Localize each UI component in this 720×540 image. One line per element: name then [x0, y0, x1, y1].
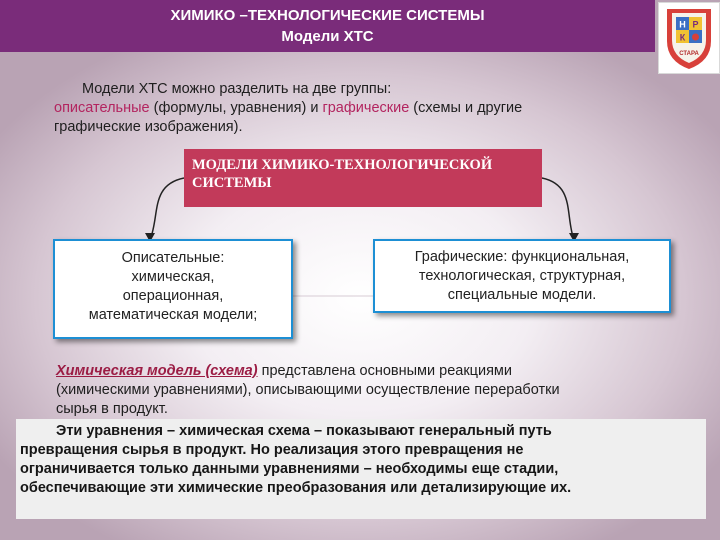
descriptive-item: математическая модели;	[88, 307, 258, 323]
descriptive-item: химическая,	[131, 269, 215, 285]
graphic-term: графические	[322, 100, 410, 116]
shield-emblem-icon: Н Р К СТАРА	[667, 9, 711, 69]
descriptive-models-box: Описательные: химическая, операционная, …	[53, 239, 293, 339]
graphic-item: технологическая, структурная,	[418, 268, 626, 284]
intro-text: Модели ХТС можно разделить на две группы…	[54, 80, 682, 137]
equations-line1: Эти уравнения – химическая схема – показ…	[56, 423, 552, 439]
logo-caption: СТАРА	[679, 51, 699, 57]
central-box-line2: системы	[192, 175, 272, 191]
logo-letter: Р	[692, 20, 698, 30]
descriptive-title-colon: :	[220, 250, 225, 266]
intro-groups-line: описательные (формулы, уравнения) и граф…	[54, 99, 682, 118]
central-box-line1: Модели химико-технологической	[192, 157, 493, 173]
left-connector-arrow	[149, 177, 185, 241]
graphic-title-rest: : функциональная,	[503, 249, 630, 265]
central-models-box: Модели химико-технологической системы	[184, 149, 542, 207]
graphic-paren: (схемы и другие	[409, 100, 523, 116]
descriptive-item: операционная,	[122, 288, 224, 304]
equations-line3: ограничивается только данными уравнениям…	[20, 461, 559, 477]
graphic-item: специальные модели.	[447, 287, 597, 303]
intro-line3: графические изображения).	[54, 119, 243, 135]
graphic-title: Графические	[414, 249, 504, 265]
graphic-models-box: Графические: функциональная, технологиче…	[373, 239, 671, 313]
chemical-model-text: представлена основными реакциями	[257, 363, 512, 379]
equations-paragraph: Эти уравнения – химическая схема – показ…	[16, 419, 706, 519]
chemical-model-line3: сырья в продукт.	[56, 401, 168, 417]
chemical-model-term: Химическая модель (схема)	[56, 363, 258, 379]
slide-subtitle: Модели ХТС	[281, 28, 374, 45]
descriptive-title: Описательные	[121, 250, 221, 266]
slide-title: ХИМИКО –ТЕХНОЛОГИЧЕСКИЕ СИСТЕМЫ	[170, 7, 485, 24]
chemical-model-paragraph: Химическая модель (схема) представлена о…	[56, 362, 686, 419]
slide-header: ХИМИКО –ТЕХНОЛОГИЧЕСКИЕ СИСТЕМЫ Модели Х…	[0, 0, 655, 52]
intro-lead: Модели ХТС можно разделить на две группы…	[82, 81, 392, 97]
college-logo: Н Р К СТАРА	[658, 2, 720, 74]
chemical-model-line2: (химическими уравнениями), описывающими …	[56, 382, 560, 398]
logo-letter: К	[680, 33, 686, 43]
right-connector-arrow	[541, 177, 575, 241]
equations-line4: обеспечивающие эти химические преобразов…	[20, 480, 572, 496]
descriptive-paren: (формулы, уравнения) и	[149, 100, 323, 116]
equations-line2: превращения сырья в продукт. Но реализац…	[20, 442, 524, 458]
descriptive-term: описательные	[54, 100, 150, 116]
logo-letter: Н	[679, 20, 686, 30]
